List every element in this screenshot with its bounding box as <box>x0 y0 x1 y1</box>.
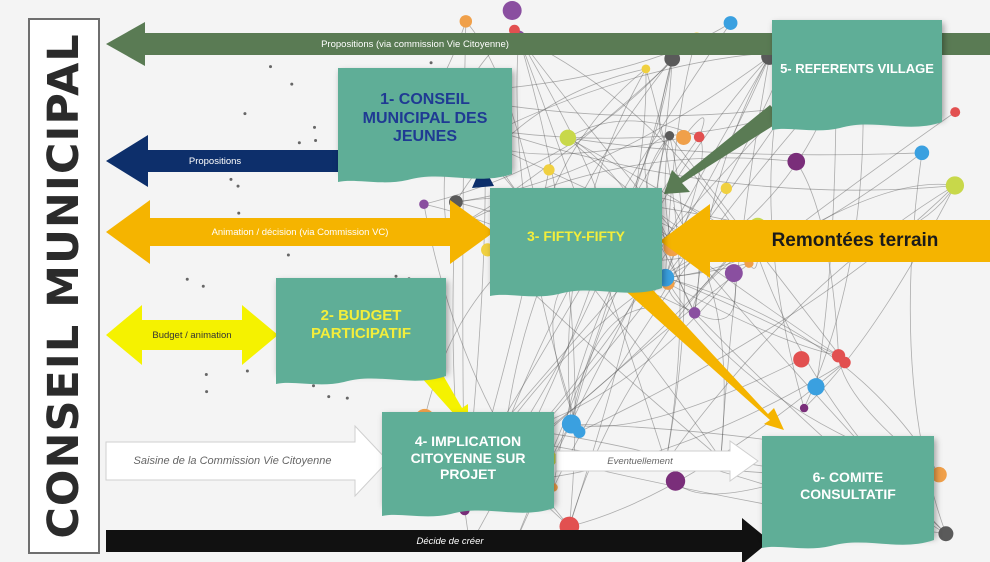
network-dot <box>229 177 233 181</box>
arrow-decide-de-creer <box>106 518 770 562</box>
node-comite-consultatif-label: 6- COMITE CONSULTATIF <box>800 469 896 502</box>
network-dot <box>205 390 209 394</box>
network-dot <box>807 378 825 396</box>
network-dot <box>509 24 520 36</box>
label-remontees-terrain: Remontées terrain <box>771 230 939 251</box>
network-dot <box>641 64 651 74</box>
network-link <box>446 37 697 233</box>
node-conseil-municipal-des-jeunes: 1- CONSEIL MUNICIPAL DES JEUNES <box>338 68 512 183</box>
label-eventuellement: Eventuellement <box>607 455 673 467</box>
label-budget-animation: Budget / animation <box>152 329 232 341</box>
network-link <box>571 306 655 425</box>
arrow-remontees-terrain <box>660 204 990 278</box>
network-link <box>694 56 770 313</box>
network-dot <box>459 15 473 28</box>
label-decide-de-creer: Décide de créer <box>416 535 484 547</box>
network-dot <box>314 138 318 142</box>
network-dot <box>720 182 733 195</box>
arrow-eventuellement <box>555 440 759 482</box>
wave-decoration <box>338 168 512 183</box>
wave-decoration <box>762 534 934 549</box>
network-dot <box>688 307 701 319</box>
arrow-animation-decision <box>106 200 494 264</box>
network-dot <box>724 264 743 283</box>
network-dot <box>561 414 581 434</box>
network-dot <box>931 466 947 483</box>
network-link <box>571 358 802 427</box>
arrow-fifty-to-comite <box>620 276 784 430</box>
network-dot <box>185 277 189 281</box>
network-dot <box>345 396 349 400</box>
node-budget-participatif-label: 2- BUDGET PARTICIPATIF <box>311 307 411 342</box>
network-dot <box>914 145 930 161</box>
network-dot <box>676 129 692 145</box>
network-dot <box>201 284 205 288</box>
wave-decoration <box>490 282 662 297</box>
network-dot <box>311 384 315 388</box>
network-link <box>423 58 673 205</box>
network-dot <box>290 82 294 86</box>
network-dot <box>665 471 686 491</box>
network-dot <box>664 131 675 141</box>
label-animation-decision: Animation / décision (via Commission VC) <box>211 226 389 238</box>
node-fifty-fifty-label: 3- FIFTY-FIFTY <box>527 227 625 244</box>
network-dot <box>297 141 301 145</box>
wave-decoration <box>276 370 446 385</box>
network-dot <box>245 369 249 373</box>
network-dot <box>693 131 705 143</box>
node-implication-citoyenne-label: 4- IMPLICATION CITOYENNE SUR PROJET <box>410 433 526 483</box>
network-link <box>645 68 681 463</box>
conseil-municipal-panel: CONSEIL MUNICIPAL <box>28 18 100 554</box>
network-link <box>665 135 685 463</box>
network-dot <box>502 0 522 20</box>
network-dot <box>799 403 809 413</box>
network-dot <box>419 199 429 210</box>
network-dot <box>394 274 398 278</box>
network-dot <box>945 176 965 195</box>
network-link <box>683 117 705 138</box>
arrow-propositions-vie-citoyenne <box>106 22 990 66</box>
network-dot <box>236 184 240 188</box>
network-dot <box>313 125 317 129</box>
network-dot <box>793 351 810 368</box>
node-implication-citoyenne: 4- IMPLICATION CITOYENNE SUR PROJET <box>382 412 554 517</box>
label-propositions-vie-citoyenne: Propositions (via commission Vie Citoyen… <box>321 38 509 50</box>
network-dot <box>286 253 290 257</box>
arrow-saisine <box>105 424 389 498</box>
network-dot <box>938 526 954 542</box>
network-dot <box>950 107 961 118</box>
node-budget-participatif: 2- BUDGET PARTICIPATIF <box>276 278 446 385</box>
network-link <box>518 36 749 249</box>
arrow-propositions-navy <box>106 135 470 187</box>
arrow-budget-animation <box>106 305 278 365</box>
network-dot <box>559 129 577 147</box>
network-dot <box>543 164 555 176</box>
wave-decoration <box>772 116 942 131</box>
network-dot <box>237 211 241 215</box>
network-dot <box>269 65 273 69</box>
network-link <box>665 185 956 463</box>
network-dot <box>204 373 208 377</box>
label-propositions-navy: Propositions <box>188 155 242 167</box>
node-fifty-fifty: 3- FIFTY-FIFTY <box>490 188 662 297</box>
node-comite-consultatif: 6- COMITE CONSULTATIF <box>762 436 934 549</box>
network-dot <box>327 395 331 399</box>
node-conseil-municipal-des-jeunes-label: 1- CONSEIL MUNICIPAL DES JEUNES <box>362 90 488 146</box>
node-referents-village: 5- REFERENTS VILLAGE <box>772 20 942 131</box>
network-link <box>568 226 758 527</box>
network-link <box>694 273 736 320</box>
label-saisine: Saisine de la Commission Vie Citoyenne <box>133 455 332 467</box>
arrow-referents-to-fifty <box>664 105 784 194</box>
node-referents-village-label: 5- REFERENTS VILLAGE <box>780 61 934 77</box>
network-dot <box>831 349 846 363</box>
network-dot <box>723 16 738 30</box>
network-link <box>496 130 955 191</box>
network-dot <box>429 61 433 65</box>
network-link <box>668 283 839 357</box>
wave-decoration <box>382 502 554 517</box>
network-dot <box>243 112 247 116</box>
network-dot <box>787 152 806 171</box>
